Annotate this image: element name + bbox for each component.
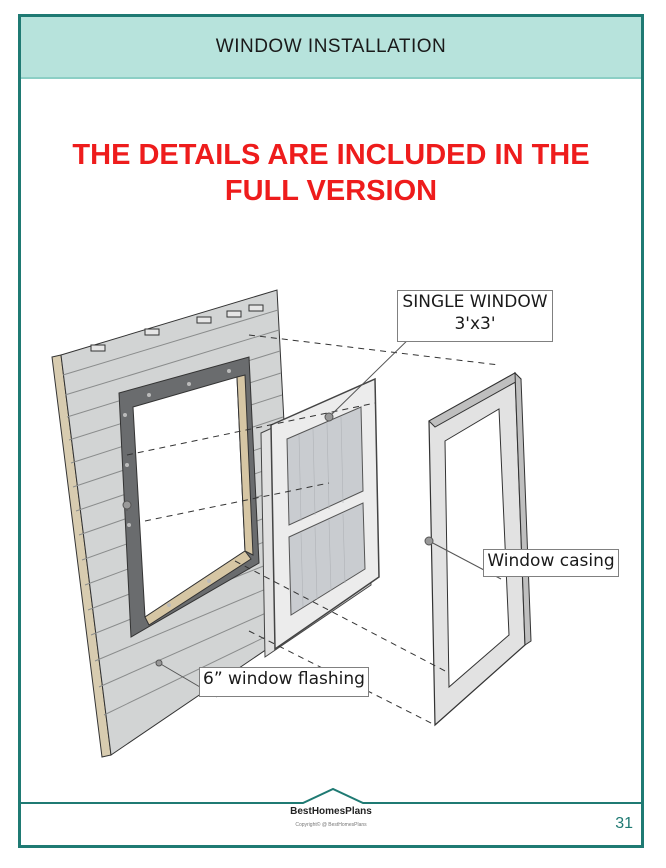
footer-roof-line (21, 787, 641, 804)
page-number: 31 (615, 815, 633, 832)
window-glass-lower (288, 502, 366, 616)
window-screen-pattern (298, 416, 346, 608)
opening-jamb (236, 374, 254, 556)
single-window-label: SINGLE WINDOW (402, 292, 548, 312)
callout-leaders (122, 330, 502, 698)
window-flashing-label: 6” window flashing (203, 669, 365, 689)
notice-line-1: THE DETAILS ARE INCLUDED IN THE (72, 139, 590, 171)
full-version-notice: THE DETAILS ARE INCLUDED IN THE FULL VER… (21, 137, 641, 209)
copyright-text: Copyright© @ BestHomesPlans (295, 822, 367, 828)
single-window-callout: SINGLE WINDOW 3'x3' (397, 290, 553, 342)
window-casing-opening (444, 408, 510, 689)
page-frame: WINDOW INSTALLATION THE DETAILS ARE INCL… (18, 14, 644, 848)
single-window-size: 3'x3' (454, 314, 496, 334)
notice-line-2: FULL VERSION (224, 175, 438, 207)
window-flashing-callout: 6” window flashing (199, 667, 369, 697)
header-band: WINDOW INSTALLATION (21, 17, 641, 79)
window-glass-upper (286, 406, 364, 526)
page-title: WINDOW INSTALLATION (215, 36, 447, 57)
window-casing-callout: Window casing (483, 549, 619, 577)
opening-sill (144, 550, 252, 626)
wall-studs (90, 304, 264, 352)
brand-name: BestHomesPlans (290, 806, 372, 817)
window-installation-illustration (51, 289, 532, 758)
window-casing-label: Window casing (487, 551, 615, 571)
flashing-nails (123, 369, 231, 607)
